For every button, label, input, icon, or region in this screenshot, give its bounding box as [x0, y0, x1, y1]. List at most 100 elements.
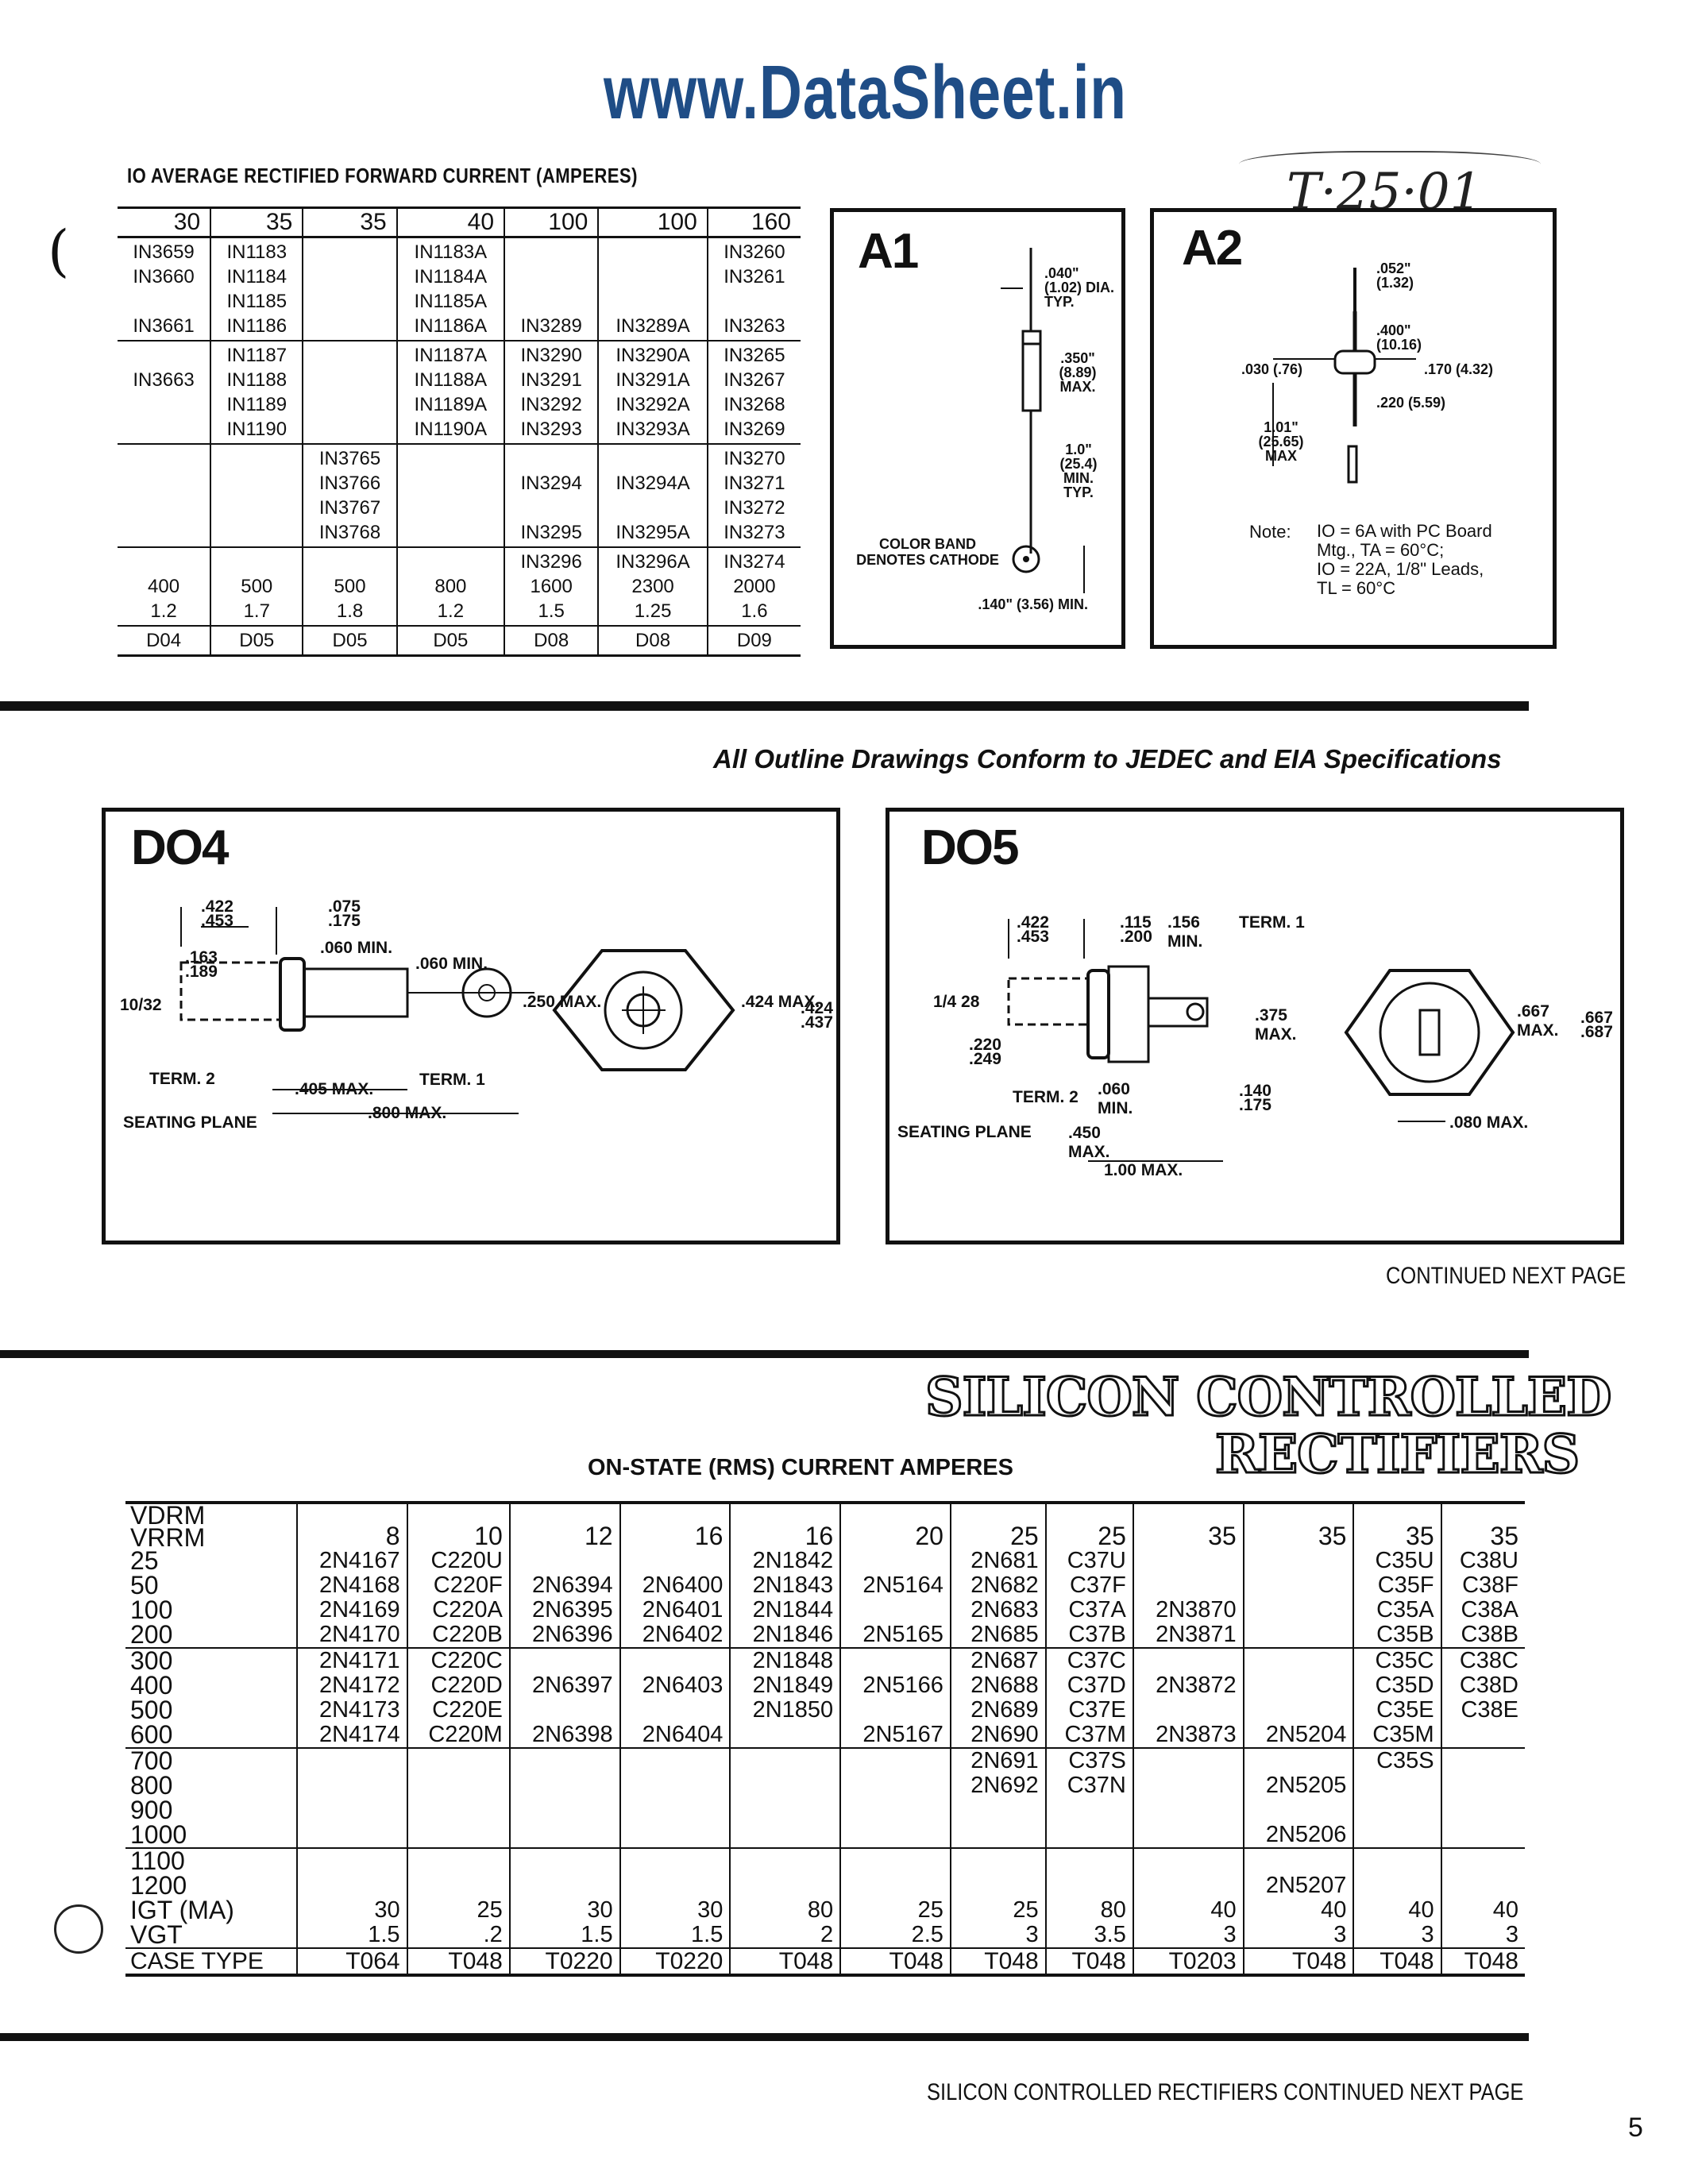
scr-case-label: CASE TYPE — [125, 1947, 297, 1977]
do5-dim-label: .249 — [969, 1050, 1001, 1068]
rectifier-cell: IN1183 IN1184 IN1185 IN1186 — [210, 237, 303, 341]
scr-part-cell — [1132, 1748, 1244, 1849]
scr-case-type-cell: T048 — [949, 1947, 1046, 1977]
scr-case-type-cell: T048 — [1440, 1947, 1525, 1977]
a2-width-label: .220 (5.59) — [1376, 395, 1446, 411]
do5-package-box: DO5 .422 .453 .115 .200 .156 MIN. TERM. … — [886, 808, 1624, 1244]
scr-current-header: 35 — [1242, 1501, 1354, 1549]
scr-current-header: 25 — [1044, 1501, 1133, 1549]
scr-part-cell — [406, 1748, 510, 1849]
do5-terminal-label: TERM. 1 — [1239, 913, 1305, 932]
scr-case-type-cell: T0220 — [619, 1947, 731, 1977]
scr-part-cell: 2N1842 2N1843 2N1844 2N1846 — [729, 1549, 841, 1649]
rectifier-cell: IN3294 IN3295 — [504, 444, 599, 548]
scr-title-line-1: SILICON CONTROLLED — [924, 1365, 1612, 1430]
a2-package-box: A2 .052" (1.32) .400" (10.16) .030 (.76)… — [1150, 208, 1557, 649]
scr-part-cell: 40 3 — [1132, 1848, 1244, 1949]
scr-case-type-cell: T048 — [406, 1947, 510, 1977]
do5-dim-label: .375 MAX. — [1255, 1006, 1297, 1044]
scr-part-cell — [619, 1748, 731, 1849]
do5-dim-label: .115 — [1120, 913, 1152, 932]
a2-note-line: IO = 6A with PC Board — [1317, 521, 1492, 541]
scr-part-cell: C220C C220D C220E C220M — [406, 1648, 510, 1749]
do4-dim-label: .424 — [801, 999, 833, 1017]
do5-dim-label: .422 — [1017, 913, 1049, 932]
scr-part-cell: C220U C220F C220A C220B — [406, 1549, 510, 1649]
rectifier-cell: IN3289A — [597, 237, 708, 341]
scr-current-header: 20 — [839, 1501, 951, 1549]
a1-package-box: A1 .040" (1.02) DIA. TYP. .350" (8.89) M… — [830, 208, 1125, 649]
scr-case-type-cell: T048 — [1044, 1947, 1133, 1977]
a1-color-band-label: COLOR BAND DENOTES CATHODE — [856, 536, 999, 568]
rectifier-cell: IN1187 IN1188 IN1189 IN1190 — [210, 341, 303, 445]
scr-part-cell — [1440, 1748, 1525, 1849]
current-header: 100 — [504, 206, 599, 238]
scr-current-header: 16 — [729, 1501, 841, 1549]
do4-dim-label: .453 — [201, 912, 233, 930]
do4-dim-label: .422 — [201, 897, 233, 916]
scr-current-header: 35 — [1132, 1501, 1244, 1549]
scr-case-type-cell: T048 — [1352, 1947, 1441, 1977]
case-type-cell: D05 — [396, 625, 505, 657]
rectifier-cell: IN3290A IN3291A IN3292A IN3293A — [597, 341, 708, 445]
scr-part-cell: 2N6394 2N6395 2N6396 — [508, 1549, 620, 1649]
case-type-cell: D04 — [118, 625, 211, 657]
do5-dim-label: .060 MIN. — [1098, 1080, 1133, 1117]
rectifier-cell: IN3265 IN3267 IN3268 IN3269 — [706, 341, 801, 445]
rectifier-cell: IN3296A 2300 1.25 — [597, 547, 708, 627]
scr-part-cell: 25 3 — [949, 1848, 1046, 1949]
do4-dim-label: .405 MAX. — [295, 1080, 374, 1098]
scr-part-cell: C37C C37D C37E C37M — [1044, 1648, 1133, 1749]
do5-dim-label: .667 MAX. — [1517, 1002, 1559, 1040]
scr-part-cell: 30 1.5 — [619, 1848, 731, 1949]
do5-drawing — [1007, 919, 1515, 1162]
scr-part-cell: 2N1848 2N1849 2N1850 — [729, 1648, 841, 1749]
scr-current-header: 35 — [1440, 1501, 1525, 1549]
rectifier-cell: 800 1.2 — [396, 547, 505, 627]
rectifier-cell: IN1187A IN1188A IN1189A IN1190A — [396, 341, 505, 445]
scr-part-cell: 2N6403 2N6404 — [619, 1648, 731, 1749]
do5-dim-label: .175 — [1239, 1096, 1271, 1114]
scr-part-cell: C37U C37F C37A C37B — [1044, 1549, 1133, 1649]
scr-voltage-cell: 300 400 500 600 — [125, 1648, 297, 1749]
a2-note-line: IO = 22A, 1/8" Leads, — [1317, 559, 1484, 579]
rectifier-cell: IN3765 IN3766 IN3767 IN3768 — [302, 444, 397, 548]
scr-row-group: 1100 1200 IGT (MA) VGT 30 1.5 25 .2 30 1… — [125, 1848, 1525, 1949]
a1-title: A1 — [858, 224, 919, 279]
do4-dim-label: .060 MIN. — [320, 939, 393, 957]
do5-dim-label: .453 — [1017, 928, 1049, 946]
do5-dim-label: .687 — [1580, 1023, 1613, 1041]
do4-dim-label: .175 — [328, 912, 361, 930]
do4-dim-label: .800 MAX. — [368, 1104, 447, 1122]
scr-part-cell: 40 3 — [1440, 1848, 1525, 1949]
scr-part-cell: 2N5164 2N5165 — [839, 1549, 951, 1649]
scr-case-type-cell: T064 — [295, 1947, 407, 1977]
a1-body-length-label: .350" (8.89) MAX. — [1059, 350, 1097, 395]
case-type-cell: D09 — [706, 625, 801, 657]
rectifier-cell — [302, 237, 397, 341]
scr-part-cell: C38U C38F C38A C38B — [1440, 1549, 1525, 1649]
do4-dim-label: .060 MIN. — [415, 955, 488, 973]
margin-bracket-mark: ( — [48, 218, 70, 284]
scr-part-cell: 2N5205 2N5206 — [1242, 1748, 1354, 1849]
scr-part-cell — [729, 1748, 841, 1849]
scr-part-cell — [508, 1748, 620, 1849]
do5-seating-plane-label: SEATING PLANE — [897, 1123, 1032, 1141]
do5-dim-label: .200 — [1120, 928, 1152, 946]
scr-part-cell: 40 3 — [1352, 1848, 1441, 1949]
rectifier-cell — [396, 444, 505, 548]
a2-length-label: .170 (4.32) — [1424, 361, 1494, 377]
rectifier-cell: IN3289 — [504, 237, 599, 341]
scr-part-cell — [839, 1748, 951, 1849]
scr-current-header: 16 — [619, 1501, 731, 1549]
do4-dim-label: .437 — [801, 1013, 833, 1032]
do5-dim-label: .080 MAX. — [1449, 1113, 1529, 1132]
do4-terminal-label: TERM. 2 — [149, 1070, 215, 1088]
do4-terminal-label: TERM. 1 — [419, 1071, 485, 1089]
scr-part-cell: 2N3870 2N3871 — [1132, 1549, 1244, 1649]
scr-part-cell: 2N4167 2N4168 2N4169 2N4170 — [295, 1549, 407, 1649]
